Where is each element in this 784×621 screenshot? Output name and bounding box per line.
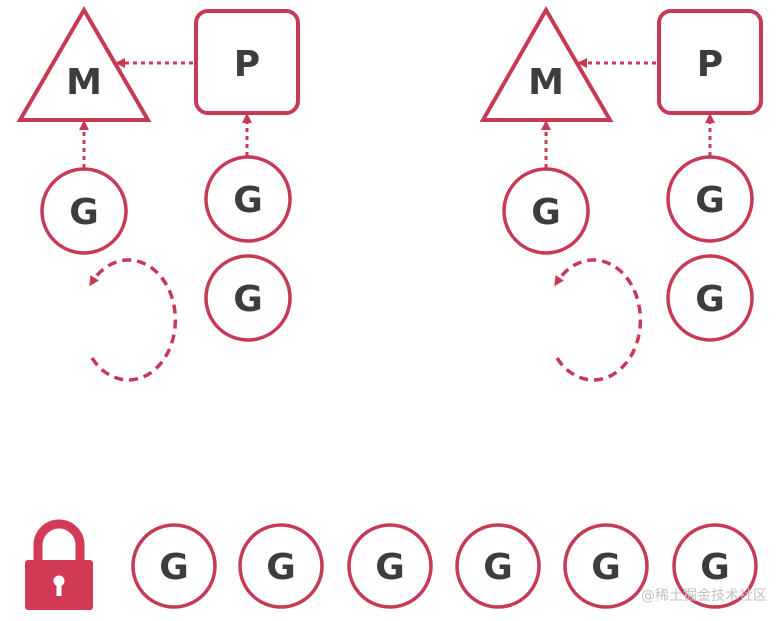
goroutine-label: G: [695, 180, 725, 221]
machine-label: M: [66, 62, 102, 103]
machine-label: M: [528, 62, 564, 103]
goroutine-global-queue: [347, 523, 433, 609]
goroutine-label: G: [700, 547, 730, 588]
goroutine-local-queue: [204, 254, 292, 342]
goroutine-global-queue: [563, 523, 649, 609]
goroutine-local-queue: [666, 254, 754, 342]
goroutine-label: G: [233, 180, 263, 221]
padlock-icon: [25, 519, 93, 610]
goroutine-label: G: [233, 279, 263, 320]
goroutine-local-queue: [666, 155, 754, 243]
goroutine-label: G: [375, 547, 405, 588]
goroutine-running: [40, 167, 128, 255]
left-group: M P G G G: [16, 6, 300, 382]
processor-label: P: [697, 44, 723, 85]
goroutine-global-queue: [238, 523, 324, 609]
goroutine-label: G: [159, 547, 189, 588]
goroutine-label: G: [483, 547, 513, 588]
watermark: @稀土掘金技术社区: [641, 588, 767, 604]
goroutine-global-queue: [672, 523, 758, 609]
processor-label: P: [234, 44, 260, 85]
goroutine-label: G: [695, 279, 725, 320]
cycle-arrow: [89, 258, 178, 382]
goroutine-global-queue: [455, 523, 541, 609]
goroutine-running: [502, 167, 590, 255]
global-queue: G G G G G G: [25, 519, 758, 610]
cycle-arrow: [554, 258, 643, 382]
goroutine-label: G: [591, 547, 621, 588]
goroutine-global-queue: [131, 523, 217, 609]
right-group: M P G G G: [479, 5, 763, 382]
goroutine-label: G: [531, 192, 561, 233]
goroutine-local-queue: [204, 155, 292, 243]
goroutine-label: G: [266, 547, 296, 588]
goroutine-label: G: [69, 192, 99, 233]
